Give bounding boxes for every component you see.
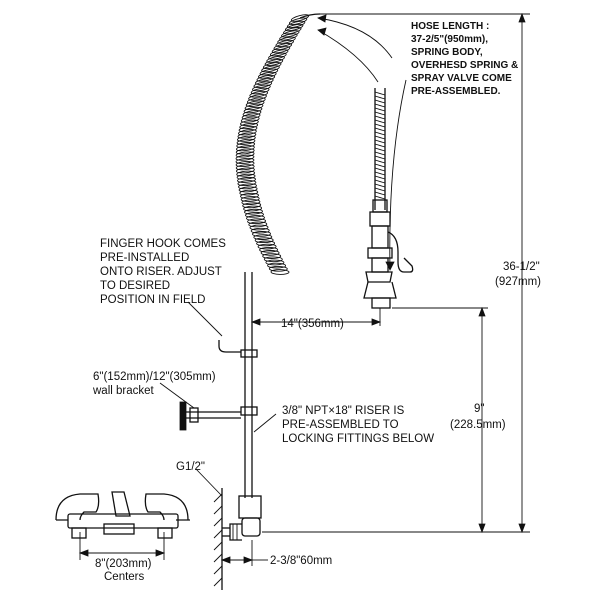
wall-bracket [179,401,241,431]
riser-note-line: PRE-ASSEMBLED TO [282,419,399,431]
wall-bracket-note: 6"(152mm)/12"(305mm) wall bracket [92,371,216,397]
spout-height-dimension: 9" (228.5mm) [450,403,506,431]
dimension-lines [78,12,530,566]
spray-valve [363,211,414,309]
spray-hose [372,88,388,213]
base-faucet [55,491,190,539]
hose-note-line: SPRING BODY, [411,47,483,58]
dimension-value: 9" [474,403,484,415]
dimension-value: (228.5mm) [450,419,506,431]
dimension-value: (927mm) [495,276,541,288]
hose-leader [317,14,407,271]
offset-dimension: 2-3/8"60mm [270,555,332,567]
centers-note-line: 8"(203mm) [95,558,152,570]
hose-note-line: OVERHESD SPRING & [411,60,518,71]
bracket-note-line: 6"(152mm)/12"(305mm) [93,371,216,383]
thread-size-label: G1/2" [176,461,205,473]
hose-note-line: PRE-ASSEMBLED. [411,86,501,97]
dimension-value: 36-1/2" [503,261,540,273]
wall [213,488,223,590]
centers-note: 8"(203mm) Centers [95,558,152,583]
finger-hook [218,340,241,353]
hose-length-note: HOSE LENGTH : 37-2/5"(950mm), SPRING BOD… [411,21,518,97]
hook-note-line: ONTO RISER. ADJUST [100,266,222,278]
overall-height-dimension: 36-1/2" (927mm) [495,261,541,288]
leader-lines [159,301,277,497]
hook-note-line: PRE-INSTALLED [100,252,189,264]
hose-note-line: HOSE LENGTH : [411,21,489,32]
riser [222,272,262,541]
coil-spring [235,14,310,275]
reach-dimension: 14"(356mm) [281,318,344,330]
bracket-note-line: wall bracket [92,385,155,397]
hook-note-line: POSITION IN FIELD [100,294,205,306]
hook-note-line: FINGER HOOK COMES [100,238,226,250]
centers-note-line: Centers [104,571,145,583]
spring-top-cap [299,13,321,19]
finger-hook-note: FINGER HOOK COMES PRE-INSTALLED ONTO RIS… [100,238,226,306]
hose-note-line: SPRAY VALVE COME [411,73,512,84]
hook-note-line: TO DESIRED [100,280,170,292]
riser-note-line: 3/8" NPT×18" RISER IS [282,405,405,417]
riser-note: 3/8" NPT×18" RISER IS PRE-ASSEMBLED TO L… [282,405,434,445]
hose-note-line: 37-2/5"(950mm), [411,34,488,45]
riser-note-line: LOCKING FITTINGS BELOW [282,433,434,445]
